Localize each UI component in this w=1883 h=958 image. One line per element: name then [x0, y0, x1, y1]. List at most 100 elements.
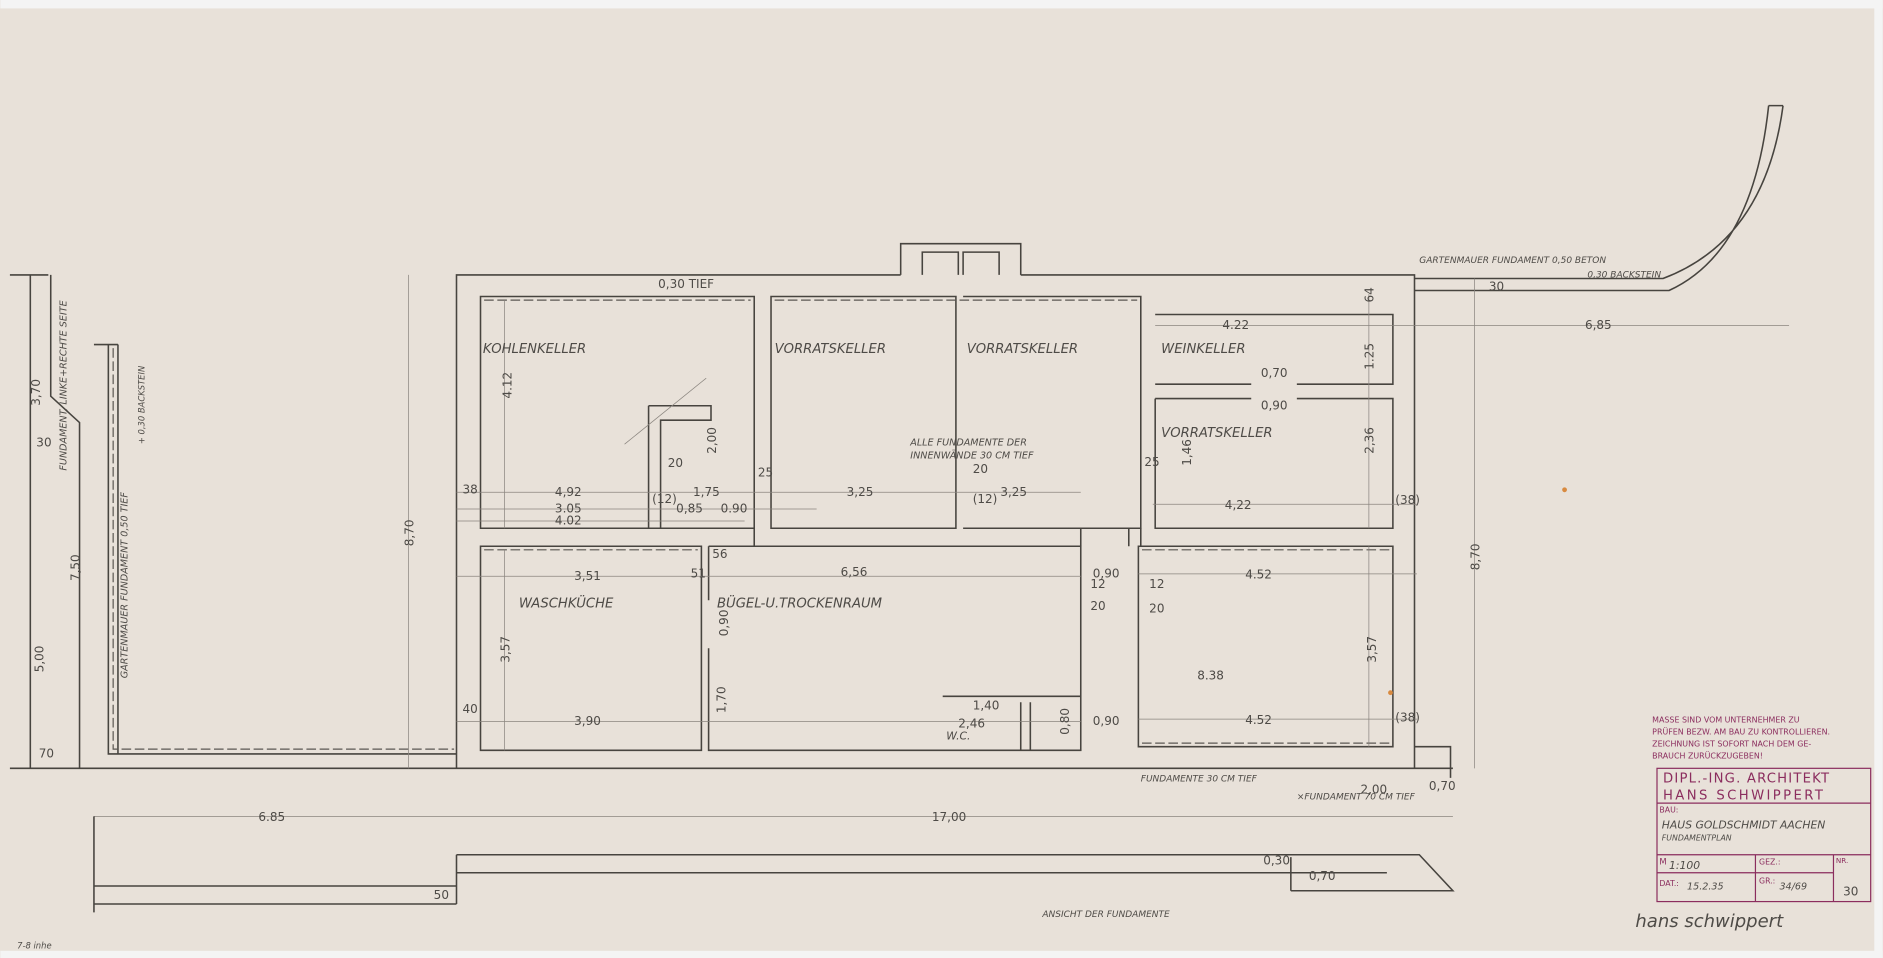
dim-label: 30	[1489, 280, 1504, 294]
dim-label: 1,70	[714, 686, 728, 713]
dim-label: (12)	[973, 492, 998, 506]
dim-label: 20	[973, 462, 988, 476]
foundation-elevation	[93, 816, 1455, 913]
dim-label: 2,00	[705, 427, 719, 454]
dim-label: 4.22	[1222, 318, 1249, 332]
title-block: DIPL.-ING. ARCHITEKT HANS SCHWIPPERT BAU…	[1656, 767, 1872, 903]
dim-label: 5,00	[33, 646, 47, 673]
dim-label: 4.02	[555, 514, 582, 528]
room-label-waschkueche: WASCHKÜCHE	[519, 593, 614, 611]
dim-label: 0,90	[1093, 714, 1120, 728]
dim-label: 3,25	[1000, 485, 1027, 499]
warning-line: BRAUCH ZURÜCKZUGEBEN!	[1652, 751, 1763, 761]
dim-label: (12)	[652, 492, 677, 506]
dim-label: 1.25	[1363, 343, 1377, 370]
dim-label: 56	[712, 547, 727, 561]
dim-label: 3,51	[574, 569, 601, 583]
dim-label: 1,46	[1180, 439, 1194, 466]
pencil-note: 7-8 inhe	[17, 940, 52, 950]
dim-label: 20	[668, 456, 683, 470]
scale-value: 1:100	[1669, 859, 1700, 872]
date-value: 15.2.35	[1687, 882, 1724, 893]
paper-edge-right	[1874, 0, 1883, 958]
dim-label: 25	[1144, 455, 1159, 469]
dim-label: 6,85	[1585, 318, 1612, 332]
drawn-label: GEZ.:	[1759, 857, 1780, 866]
dim-label: 3,57	[498, 636, 512, 663]
dim-label: 0,30 TIEF	[658, 277, 714, 291]
size-label: GR.:	[1759, 877, 1775, 886]
dim-label: 0,70	[1309, 869, 1336, 883]
note-garden-wall-2: 0,30 BACKSTEIN	[1587, 270, 1661, 280]
dim-label: (38)	[1395, 493, 1420, 507]
dim-label: 12	[1090, 577, 1105, 591]
note-foundation-left: FUNDAMENT, LINKE+RECHTE SEITE	[58, 299, 69, 470]
dim-label: 1,40	[973, 698, 1000, 712]
dim-label: 0,90	[717, 610, 731, 637]
dim-label: 0,70	[1261, 366, 1288, 380]
note-garden-wall-left-2: + 0,30 BACKSTEIN	[136, 365, 146, 444]
dim-label: 3,70	[29, 379, 43, 406]
dim-label: 6.85	[258, 810, 285, 824]
dimension-labels: 0,30 TIEF 4.12 4,92 3.05 4.02 1,75 0,85 …	[29, 277, 1612, 902]
note-elevation-title: ANSICHT DER FUNDAMENTE	[1041, 910, 1170, 920]
dim-label: 40	[463, 702, 478, 716]
room-label-kohlenkeller: KOHLENKELLER	[483, 342, 586, 357]
paper-stain	[1562, 487, 1567, 493]
room-label-vorratskeller-3: VORRATSKELLER	[1161, 426, 1272, 441]
size-value: 34/69	[1779, 882, 1807, 893]
note-inner-walls-1: ALLE FUNDAMENTE DER	[909, 437, 1027, 448]
dim-label: 17,00	[932, 810, 966, 824]
dim-label: 0,80	[1058, 708, 1072, 735]
dim-label: 3,90	[574, 714, 601, 728]
dim-label: 4,22	[1225, 498, 1252, 512]
dim-label: 12	[1149, 577, 1164, 591]
dim-label: 8,70	[1468, 544, 1482, 571]
paper-stain	[1388, 690, 1393, 696]
paper-edge-top	[0, 0, 1883, 9]
room-label-buegelraum: BÜGEL-U.TROCKENRAUM	[717, 593, 883, 611]
dim-label: 4.12	[501, 372, 515, 399]
dim-label: 0,90	[1093, 566, 1120, 580]
dim-label: 4.52	[1245, 713, 1272, 727]
architect-title: DIPL.-ING. ARCHITEKT	[1663, 772, 1830, 787]
plan-type: FUNDAMENTPLAN	[1662, 833, 1732, 842]
dim-label: 2,00	[1360, 783, 1387, 797]
dim-label: 70	[39, 747, 54, 761]
room-label-weinkeller: WEINKELLER	[1161, 342, 1245, 357]
room-label-wc: W.C.	[946, 730, 970, 743]
dim-label: 0,90	[1261, 398, 1288, 412]
dim-label: 50	[434, 888, 449, 902]
dim-label: 4,92	[555, 485, 582, 499]
signature: hans schwippert	[1635, 911, 1784, 932]
bau-label: BAU:	[1659, 806, 1678, 815]
dim-label: 7,50	[69, 554, 83, 581]
dim-label: 8.38	[1197, 668, 1224, 682]
paper-edge-bottom	[0, 950, 1883, 958]
dim-label: 25	[758, 466, 773, 480]
room-label-vorratskeller-1: VORRATSKELLER	[775, 342, 886, 357]
dim-label: 64	[1363, 287, 1377, 302]
dim-label: 2,36	[1363, 427, 1377, 454]
dim-label: 0,85	[676, 502, 703, 516]
note-foundation-70: ×FUNDAMENT 70 CM TIEF	[1297, 793, 1416, 803]
outer-foundation	[9, 104, 1784, 778]
warning-line: PRÜFEN BEZW. AM BAU ZU KONTROLLIEREN.	[1652, 727, 1830, 737]
architect-name: HANS SCHWIPPERT	[1663, 789, 1825, 804]
note-inner-walls-2: INNENWÄNDE 30 CM TIEF	[910, 449, 1034, 462]
dim-label: 3,25	[847, 485, 874, 499]
bau-value: HAUS GOLDSCHMIDT AACHEN	[1662, 818, 1826, 831]
dim-label: 8,70	[402, 520, 416, 547]
dim-label: 0.90	[721, 502, 748, 516]
dim-label: (38)	[1395, 711, 1420, 725]
left-garden-walls	[9, 274, 457, 769]
note-garden-wall-left-1: GARTENMAUER FUNDAMENT 0,50 TIEF	[120, 492, 131, 679]
dim-label: 6,56	[841, 565, 868, 579]
warning-line: ZEICHNUNG IST SOFORT NACH DEM GE-	[1652, 740, 1811, 749]
number-label: NR.	[1836, 856, 1848, 865]
warning-line: MASSE SIND VOM UNTERNEHMER ZU	[1652, 716, 1800, 725]
dimension-lines	[93, 274, 1790, 817]
dim-label: 1,75	[693, 485, 720, 499]
